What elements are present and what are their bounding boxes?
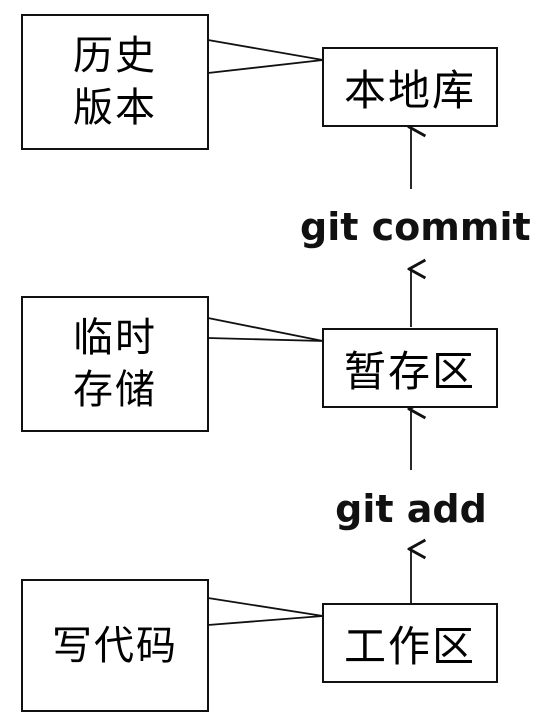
- note-history-line2: 版本: [73, 85, 157, 131]
- workspace-box: 工作区: [322, 603, 498, 683]
- git-commit-label: git commit: [300, 205, 531, 249]
- callout-code: [207, 597, 324, 626]
- note-temp-line1: 临时: [73, 315, 157, 361]
- staging-area-box: 暂存区: [322, 328, 498, 408]
- callout-temp: [207, 317, 324, 342]
- workspace-label: 工作区: [343, 621, 476, 671]
- git-add-label: git add: [335, 487, 487, 531]
- staging-area-label: 暂存区: [343, 346, 476, 396]
- local-repository-label: 本地库: [343, 65, 476, 115]
- note-history-version: 历史 版本: [21, 14, 209, 150]
- note-code-line1: 写代码: [52, 622, 178, 669]
- note-temp-storage: 临时 存储: [21, 296, 209, 432]
- local-repository-box: 本地库: [322, 47, 498, 127]
- note-write-code: 写代码: [21, 579, 209, 712]
- callout-history: [207, 39, 324, 74]
- note-temp-line2: 存储: [73, 367, 157, 413]
- note-history-line1: 历史: [73, 33, 157, 79]
